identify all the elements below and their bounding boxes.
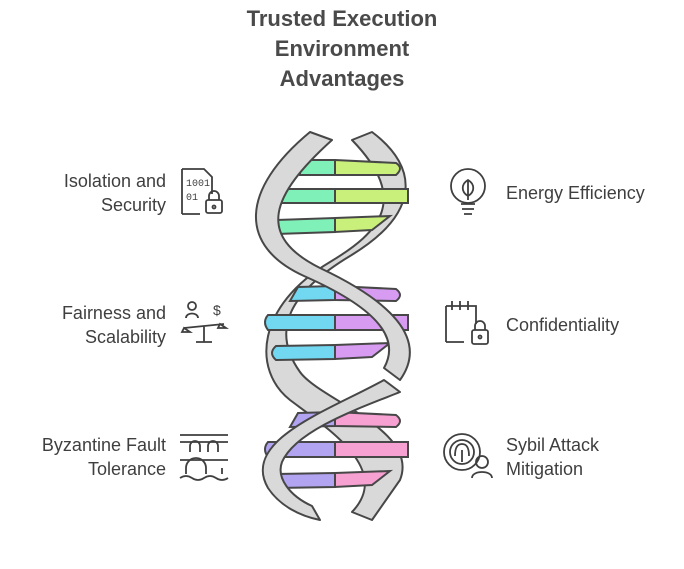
balance-scale-icon: $ — [180, 301, 229, 343]
label-isolation-security: Isolation and Security — [63, 171, 166, 215]
title-line-3: Advantages — [279, 66, 405, 91]
rung-3-right — [334, 214, 394, 234]
eco-lightbulb-icon — [450, 168, 486, 215]
rung-6-right — [334, 341, 394, 361]
label-fairness-scalability: Fairness and Scalability — [61, 303, 166, 347]
rung-9-right — [334, 469, 394, 489]
rung-7-right — [334, 410, 401, 429]
svg-text:$: $ — [213, 302, 221, 318]
rung-1-right — [334, 158, 401, 176]
rung-6-left — [271, 343, 336, 362]
rungs-section-1 — [264, 158, 409, 236]
label-energy-efficiency: Energy Efficiency — [506, 183, 645, 203]
rung-5-left — [264, 314, 336, 331]
title-line-1: Trusted Execution — [246, 6, 438, 31]
calendar-lock-icon — [445, 301, 489, 345]
rung-2-right — [334, 188, 409, 204]
label-confidentiality: Confidentiality — [506, 315, 620, 335]
svg-text:01: 01 — [186, 193, 198, 204]
helix-strand-front-bottom — [261, 379, 401, 521]
helix-strand-front-top — [255, 131, 411, 381]
label-byzantine-fault-tolerance: Byzantine Fault Tolerance — [41, 435, 166, 479]
fingerprint-user-icon — [443, 433, 493, 479]
rung-8-right — [334, 441, 409, 458]
binary-lock-icon: 1001 01 — [181, 168, 223, 215]
label-sybil-attack-mitigation: Sybil Attack Mitigation — [506, 435, 600, 479]
bridge-icon — [179, 434, 229, 481]
diagram-title: Trusted Execution Environment Advantages — [142, 4, 542, 94]
svg-text:1001: 1001 — [186, 179, 210, 190]
title-line-2: Environment — [274, 36, 410, 61]
